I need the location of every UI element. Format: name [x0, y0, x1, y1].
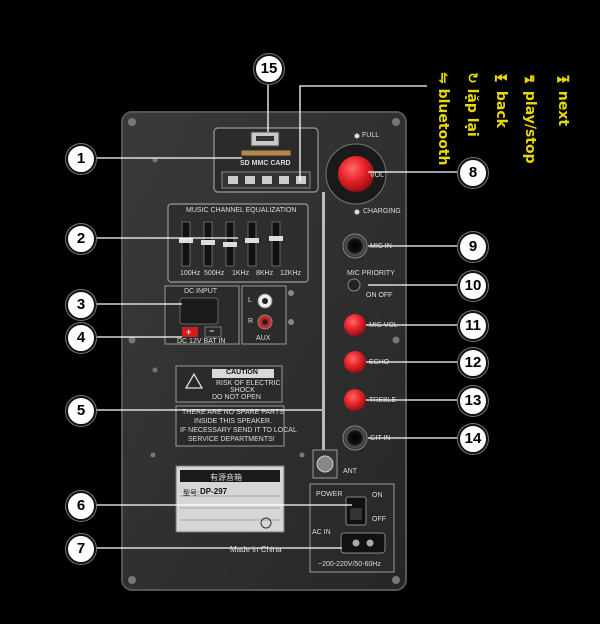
treble-label: TREBLE — [369, 397, 397, 404]
legend-repeat: ↻ lặp lại — [464, 72, 480, 137]
leader-lines — [94, 82, 460, 549]
volume-knob — [338, 156, 374, 192]
plate-title: 有源音箱 — [210, 473, 242, 482]
callout-13: 13 — [458, 386, 488, 416]
aux-l-label: L — [248, 297, 252, 304]
warning-line-4: SERVICE DEPARTMENTS! — [188, 436, 275, 443]
eq-band-5: 12KHz — [280, 270, 302, 277]
legend-repeat-label: lặp lại — [464, 88, 480, 137]
echo-knob — [344, 351, 366, 373]
dc-minus-label: − — [209, 326, 215, 336]
dc-bat-label: DC 12V BAT IN — [177, 338, 226, 345]
vol-label: VOL — [370, 172, 385, 179]
legend-next-label: next — [555, 90, 571, 127]
callout-7: 7 — [66, 534, 96, 564]
legend-play-stop-label: play/stop — [522, 90, 538, 164]
power-on-label: ON — [372, 492, 383, 499]
mic-priority-button — [347, 278, 361, 292]
callout-6: 6 — [66, 491, 96, 521]
callout-4: 4 — [66, 323, 96, 353]
eq-band-2: 500Hz — [204, 270, 225, 277]
mic-priority-label: MIC PRIORITY — [347, 270, 395, 277]
legend-back: ⏮ back — [493, 72, 509, 128]
callout-15: 15 — [254, 54, 284, 84]
dc-input-label: DC INPUT — [184, 288, 218, 295]
callout-1: 1 — [66, 144, 96, 174]
full-indicator-label: FULL — [362, 132, 380, 139]
plate-model: DP-297 — [200, 487, 228, 496]
warning-line-3: IF NECESSARY SEND IT TO LOCAL — [180, 427, 297, 434]
callout-12: 12 — [458, 348, 488, 378]
warning-line-2: INSIDE THIS SPEAKER. — [194, 418, 273, 425]
caution-line-3: DO NOT OPEN — [212, 394, 261, 401]
warning-line-1: THERE ARE NO SPARE PARTS — [182, 409, 284, 416]
power-label: POWER — [316, 491, 343, 498]
caution-title: CAUTION — [226, 369, 258, 376]
plate-model-key: 型号: — [183, 490, 199, 497]
legend-back-label: back — [493, 90, 509, 128]
eq-sliders — [179, 221, 283, 267]
bluetooth-icon: ⇋ — [435, 72, 451, 84]
legend-next: ⏭ next — [555, 72, 571, 126]
previous-icon: ⏮ — [493, 72, 509, 86]
caution-line-1: RISK OF ELECTRIC — [216, 380, 281, 387]
mic-priority-onoff: ON OFF — [366, 292, 393, 299]
next-icon: ⏭ — [555, 72, 571, 86]
legend-play-stop: ⏯ play/stop — [522, 72, 538, 164]
callout-11: 11 — [458, 311, 488, 341]
callout-10: 10 — [458, 271, 488, 301]
git-in-jack — [342, 425, 368, 451]
sd-slot — [240, 149, 292, 157]
git-in-label: GIT IN — [370, 435, 391, 442]
eq-band-3: 1KHz — [232, 270, 250, 277]
charging-indicator-label: CHARGING — [363, 208, 401, 215]
made-in-label: Made in China — [230, 545, 282, 554]
antenna — [322, 192, 325, 450]
voltage-label: ~200-220V/50-60Hz — [318, 561, 381, 568]
callout-5: 5 — [66, 396, 96, 426]
warning-label — [175, 405, 285, 447]
dc-terminal — [179, 297, 219, 325]
panel-screws — [128, 118, 400, 584]
mic-in-jack — [342, 233, 368, 259]
sd-card-label: SD MMC CARD — [240, 160, 291, 167]
eq-band-4: 8KHz — [256, 270, 274, 277]
aux-r-label: R — [248, 318, 254, 325]
legend-bluetooth-label: bluetooth — [435, 88, 451, 166]
mic-vol-knob — [344, 314, 366, 336]
callout-14: 14 — [458, 424, 488, 454]
power-off-label: OFF — [372, 516, 386, 523]
callout-2: 2 — [66, 224, 96, 254]
eq-title: MUSIC CHANNEL EQUALIZATION — [186, 207, 297, 214]
play-pause-icon: ⏯ — [522, 72, 538, 86]
callout-3: 3 — [66, 290, 96, 320]
callout-9: 9 — [458, 232, 488, 262]
legend-bluetooth: ⇋ bluetooth — [435, 72, 451, 165]
antenna-label: ANT — [343, 468, 357, 475]
aux-label: AUX — [256, 335, 271, 342]
dc-plus-label: + — [186, 327, 192, 337]
mic-vol-label: MIC VOL — [369, 322, 398, 329]
treble-knob — [344, 389, 366, 411]
echo-label: ECHO — [369, 359, 390, 366]
shock-warning-icon — [184, 372, 204, 389]
mic-in-label: MIC IN — [370, 243, 392, 250]
ac-socket — [340, 532, 386, 554]
repeat-icon: ↻ — [464, 72, 480, 84]
caution-line-2: SHOCK — [230, 387, 255, 394]
eq-band-1: 100Hz — [180, 270, 201, 277]
callout-8: 8 — [458, 158, 488, 188]
ac-in-label: AC IN — [312, 529, 331, 536]
